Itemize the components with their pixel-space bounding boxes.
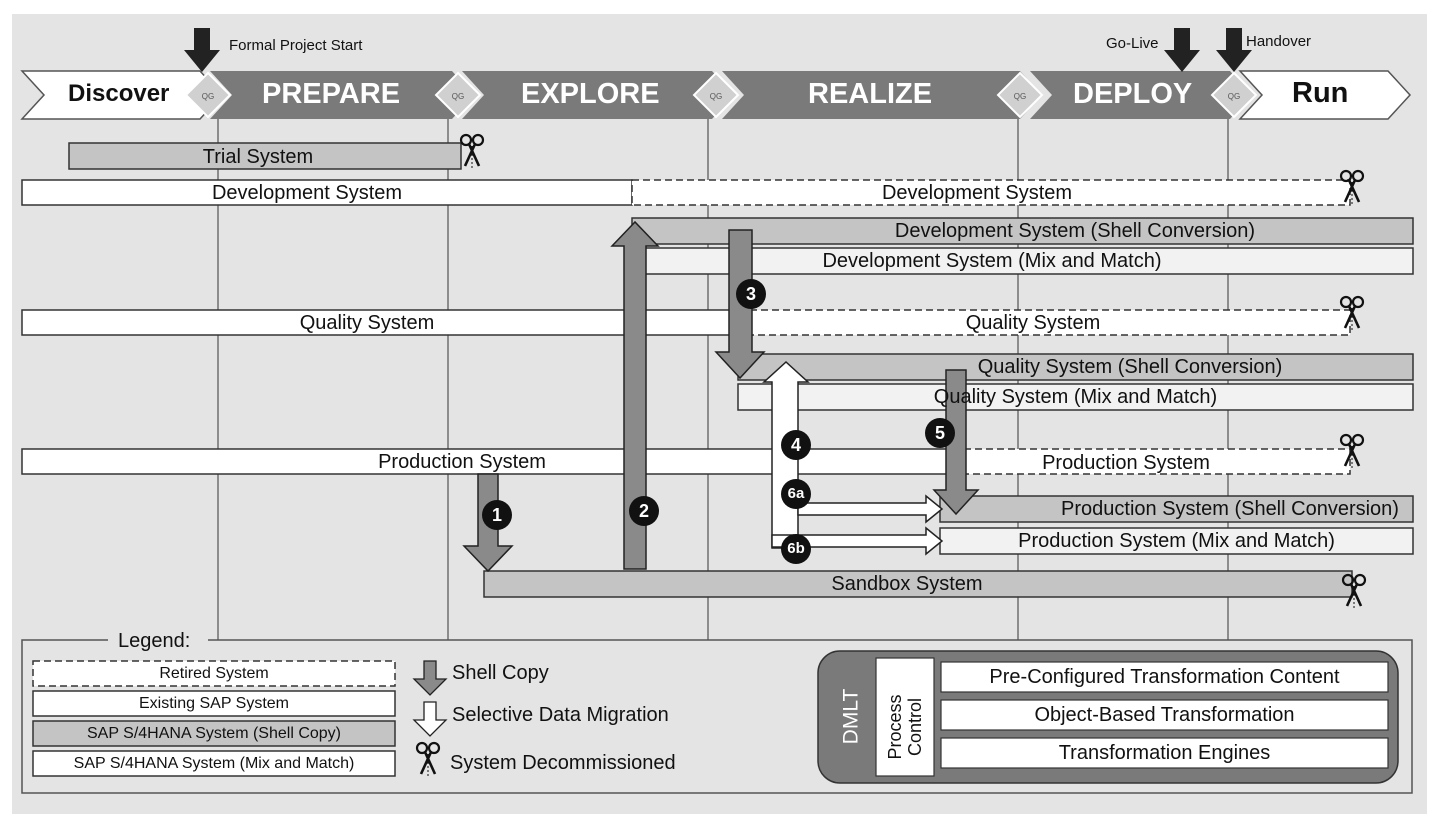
legend-shell-label: SAP S/4HANA System (Shell Copy) — [86, 725, 342, 742]
sandbox-bar — [483, 570, 1353, 598]
trial-system-bar — [68, 142, 462, 170]
step-badge-1: 1 — [482, 500, 512, 530]
legend-panel — [21, 639, 1413, 794]
milestone-arrows — [184, 28, 1252, 72]
dmlt-label: DMLT — [839, 688, 863, 745]
legend-swatch-retired — [32, 660, 396, 687]
legend-title: Legend: — [118, 630, 191, 652]
legend-mix-label: SAP S/4HANA System (Mix and Match) — [73, 755, 355, 772]
selective-migration-arrow-6a — [797, 494, 944, 524]
phase-chevron-explore — [462, 71, 734, 119]
dev-shell-label: Development System (Shell Conversion) — [894, 220, 1256, 242]
dev-existing-bar — [21, 179, 633, 206]
prod-mix-label: Production System (Mix and Match) — [1018, 530, 1335, 552]
legend-shell-copy-arrow-icon — [412, 660, 448, 696]
qa-retired-bar — [749, 309, 1351, 336]
legend-selective-migration-label: Selective Data Migration — [452, 704, 669, 726]
dev-retired-label: Development System — [881, 182, 1073, 204]
handover-arrow — [1216, 28, 1252, 72]
step-badge-6a: 6a — [781, 479, 811, 509]
dmlt-object-box — [940, 699, 1389, 731]
prod-existing-label: Production System — [378, 451, 546, 473]
phase-label-run: Run — [1292, 77, 1349, 109]
phase-chevron-prepare — [210, 71, 474, 119]
phase-chevron-discover — [20, 70, 224, 120]
legend-swatch-existing — [32, 690, 396, 717]
process-control-box — [875, 657, 935, 777]
formal-start-arrow — [184, 28, 220, 72]
trial-system-label: Trial System — [202, 146, 314, 168]
phase-chevron-realize — [722, 71, 1042, 119]
legend-existing-label: Existing SAP System — [139, 695, 289, 712]
handover-label: Handover — [1246, 33, 1312, 50]
legend-swatch-shell — [32, 720, 396, 747]
legend-shell-copy-label: Shell Copy — [452, 662, 549, 684]
qa-mix-bar — [737, 383, 1414, 411]
legend-decommissioned-label: System Decommissioned — [450, 752, 676, 774]
dmlt-engines-label: Transformation Engines — [1058, 742, 1271, 764]
qa-mix-label: Quality System (Mix and Match) — [933, 386, 1218, 408]
dmlt-object-label: Object-Based Transformation — [1034, 704, 1295, 726]
go-live-label: Go-Live — [1106, 35, 1159, 52]
step-badge-2: 2 — [629, 496, 659, 526]
dev-mix-bar — [631, 247, 1414, 275]
prod-shell-label: Production System (Shell Conversion) — [1061, 498, 1399, 520]
qa-shell-label: Quality System (Shell Conversion) — [977, 356, 1283, 378]
dmlt-content-label: Pre-Configured Transformation Content — [989, 666, 1340, 688]
phase-label-prepare: PREPARE — [262, 78, 401, 110]
prod-retired-label: Production System — [1042, 452, 1210, 474]
sandbox-label: Sandbox System — [831, 573, 983, 595]
phase-chevron-deploy — [1030, 71, 1252, 119]
qa-shell-bar — [737, 353, 1414, 381]
legend-swatch-mix — [32, 750, 396, 777]
qa-retired-label: Quality System — [965, 312, 1101, 334]
dev-existing-label: Development System — [211, 182, 403, 204]
legend-retired-label: Retired System — [159, 665, 269, 682]
dmlt-content-box — [940, 661, 1389, 693]
step-badge-4: 4 — [781, 430, 811, 460]
qa-existing-label: Quality System — [299, 312, 435, 334]
prod-shell-bar — [939, 495, 1414, 523]
dev-mix-label: Development System (Mix and Match) — [822, 250, 1162, 272]
process-control-label: Process Control — [885, 694, 925, 760]
formal-start-label: Formal Project Start — [229, 37, 363, 54]
phase-label-explore: EXPLORE — [521, 78, 660, 110]
legend-swatches — [32, 660, 396, 777]
phase-label-realize: REALIZE — [808, 78, 933, 110]
phase-chevrons — [20, 70, 1412, 120]
legend-selective-migration-arrow-icon — [412, 701, 448, 737]
phase-label-deploy: DEPLOY — [1073, 78, 1193, 110]
step-badge-5: 5 — [925, 418, 955, 448]
phase-chevron-run — [1238, 70, 1412, 120]
step-badge-6b: 6b — [781, 534, 811, 564]
phase-label-discover: Discover — [68, 80, 170, 107]
legend-title-mask — [108, 632, 208, 648]
shell-copy-arrow-5 — [932, 369, 980, 516]
step-badge-3: 3 — [736, 279, 766, 309]
go-live-arrow — [1164, 28, 1200, 72]
dmlt-engines-box — [940, 737, 1389, 769]
